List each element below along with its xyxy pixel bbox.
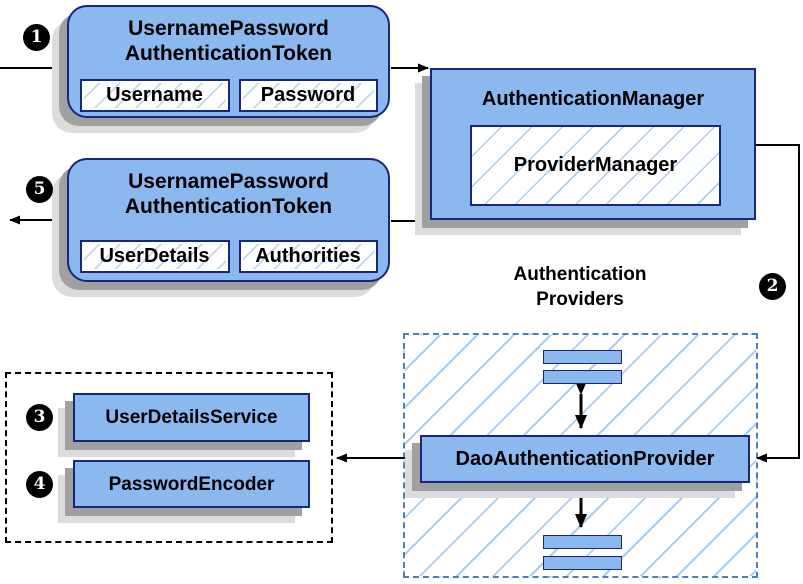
provider-bar-3 xyxy=(543,535,622,549)
request-token-title: UsernamePassword AuthenticationToken xyxy=(69,7,388,66)
password-field: Password xyxy=(238,79,378,112)
authorities-field: Authorities xyxy=(238,240,378,273)
password-encoder-node: PasswordEncoder xyxy=(73,460,310,508)
userdetails-field: UserDetails xyxy=(79,240,230,273)
response-token-title: UsernamePassword AuthenticationToken xyxy=(69,160,388,219)
providers-label-line1: Authentication xyxy=(513,264,647,285)
response-token-fields: UserDetails Authorities xyxy=(69,240,388,273)
step-5-badge: 5 xyxy=(26,176,53,203)
provider-manager-node: ProviderManager xyxy=(470,125,721,206)
provider-bar-2 xyxy=(543,370,622,384)
response-token-node: UsernamePassword AuthenticationToken Use… xyxy=(67,158,390,282)
response-token-title-line2: AuthenticationToken xyxy=(124,195,333,218)
step-1-badge: 1 xyxy=(23,24,50,51)
request-token-node: UsernamePassword AuthenticationToken Use… xyxy=(67,5,390,118)
providers-label-line2: Providers xyxy=(536,289,624,310)
step-3-badge: 3 xyxy=(26,404,53,431)
dao-authentication-provider-node: DaoAuthenticationProvider xyxy=(420,435,750,483)
request-token-title-line2: AuthenticationToken xyxy=(124,42,333,65)
request-token-title-line1: UsernamePassword xyxy=(128,17,329,40)
provider-bar-1 xyxy=(543,350,622,364)
request-token-fields: Username Password xyxy=(69,79,388,112)
authentication-providers-label: Authentication Providers xyxy=(480,262,680,312)
step-4-badge: 4 xyxy=(26,471,53,498)
username-field: Username xyxy=(79,79,230,112)
user-details-service-node: UserDetailsService xyxy=(73,393,310,442)
step-2-badge: 2 xyxy=(759,273,786,300)
provider-bar-4 xyxy=(543,556,622,570)
response-token-title-line1: UsernamePassword xyxy=(128,170,329,193)
arrow-manager-to-dao-provider xyxy=(756,144,800,463)
authentication-manager-title: AuthenticationManager xyxy=(481,88,705,110)
